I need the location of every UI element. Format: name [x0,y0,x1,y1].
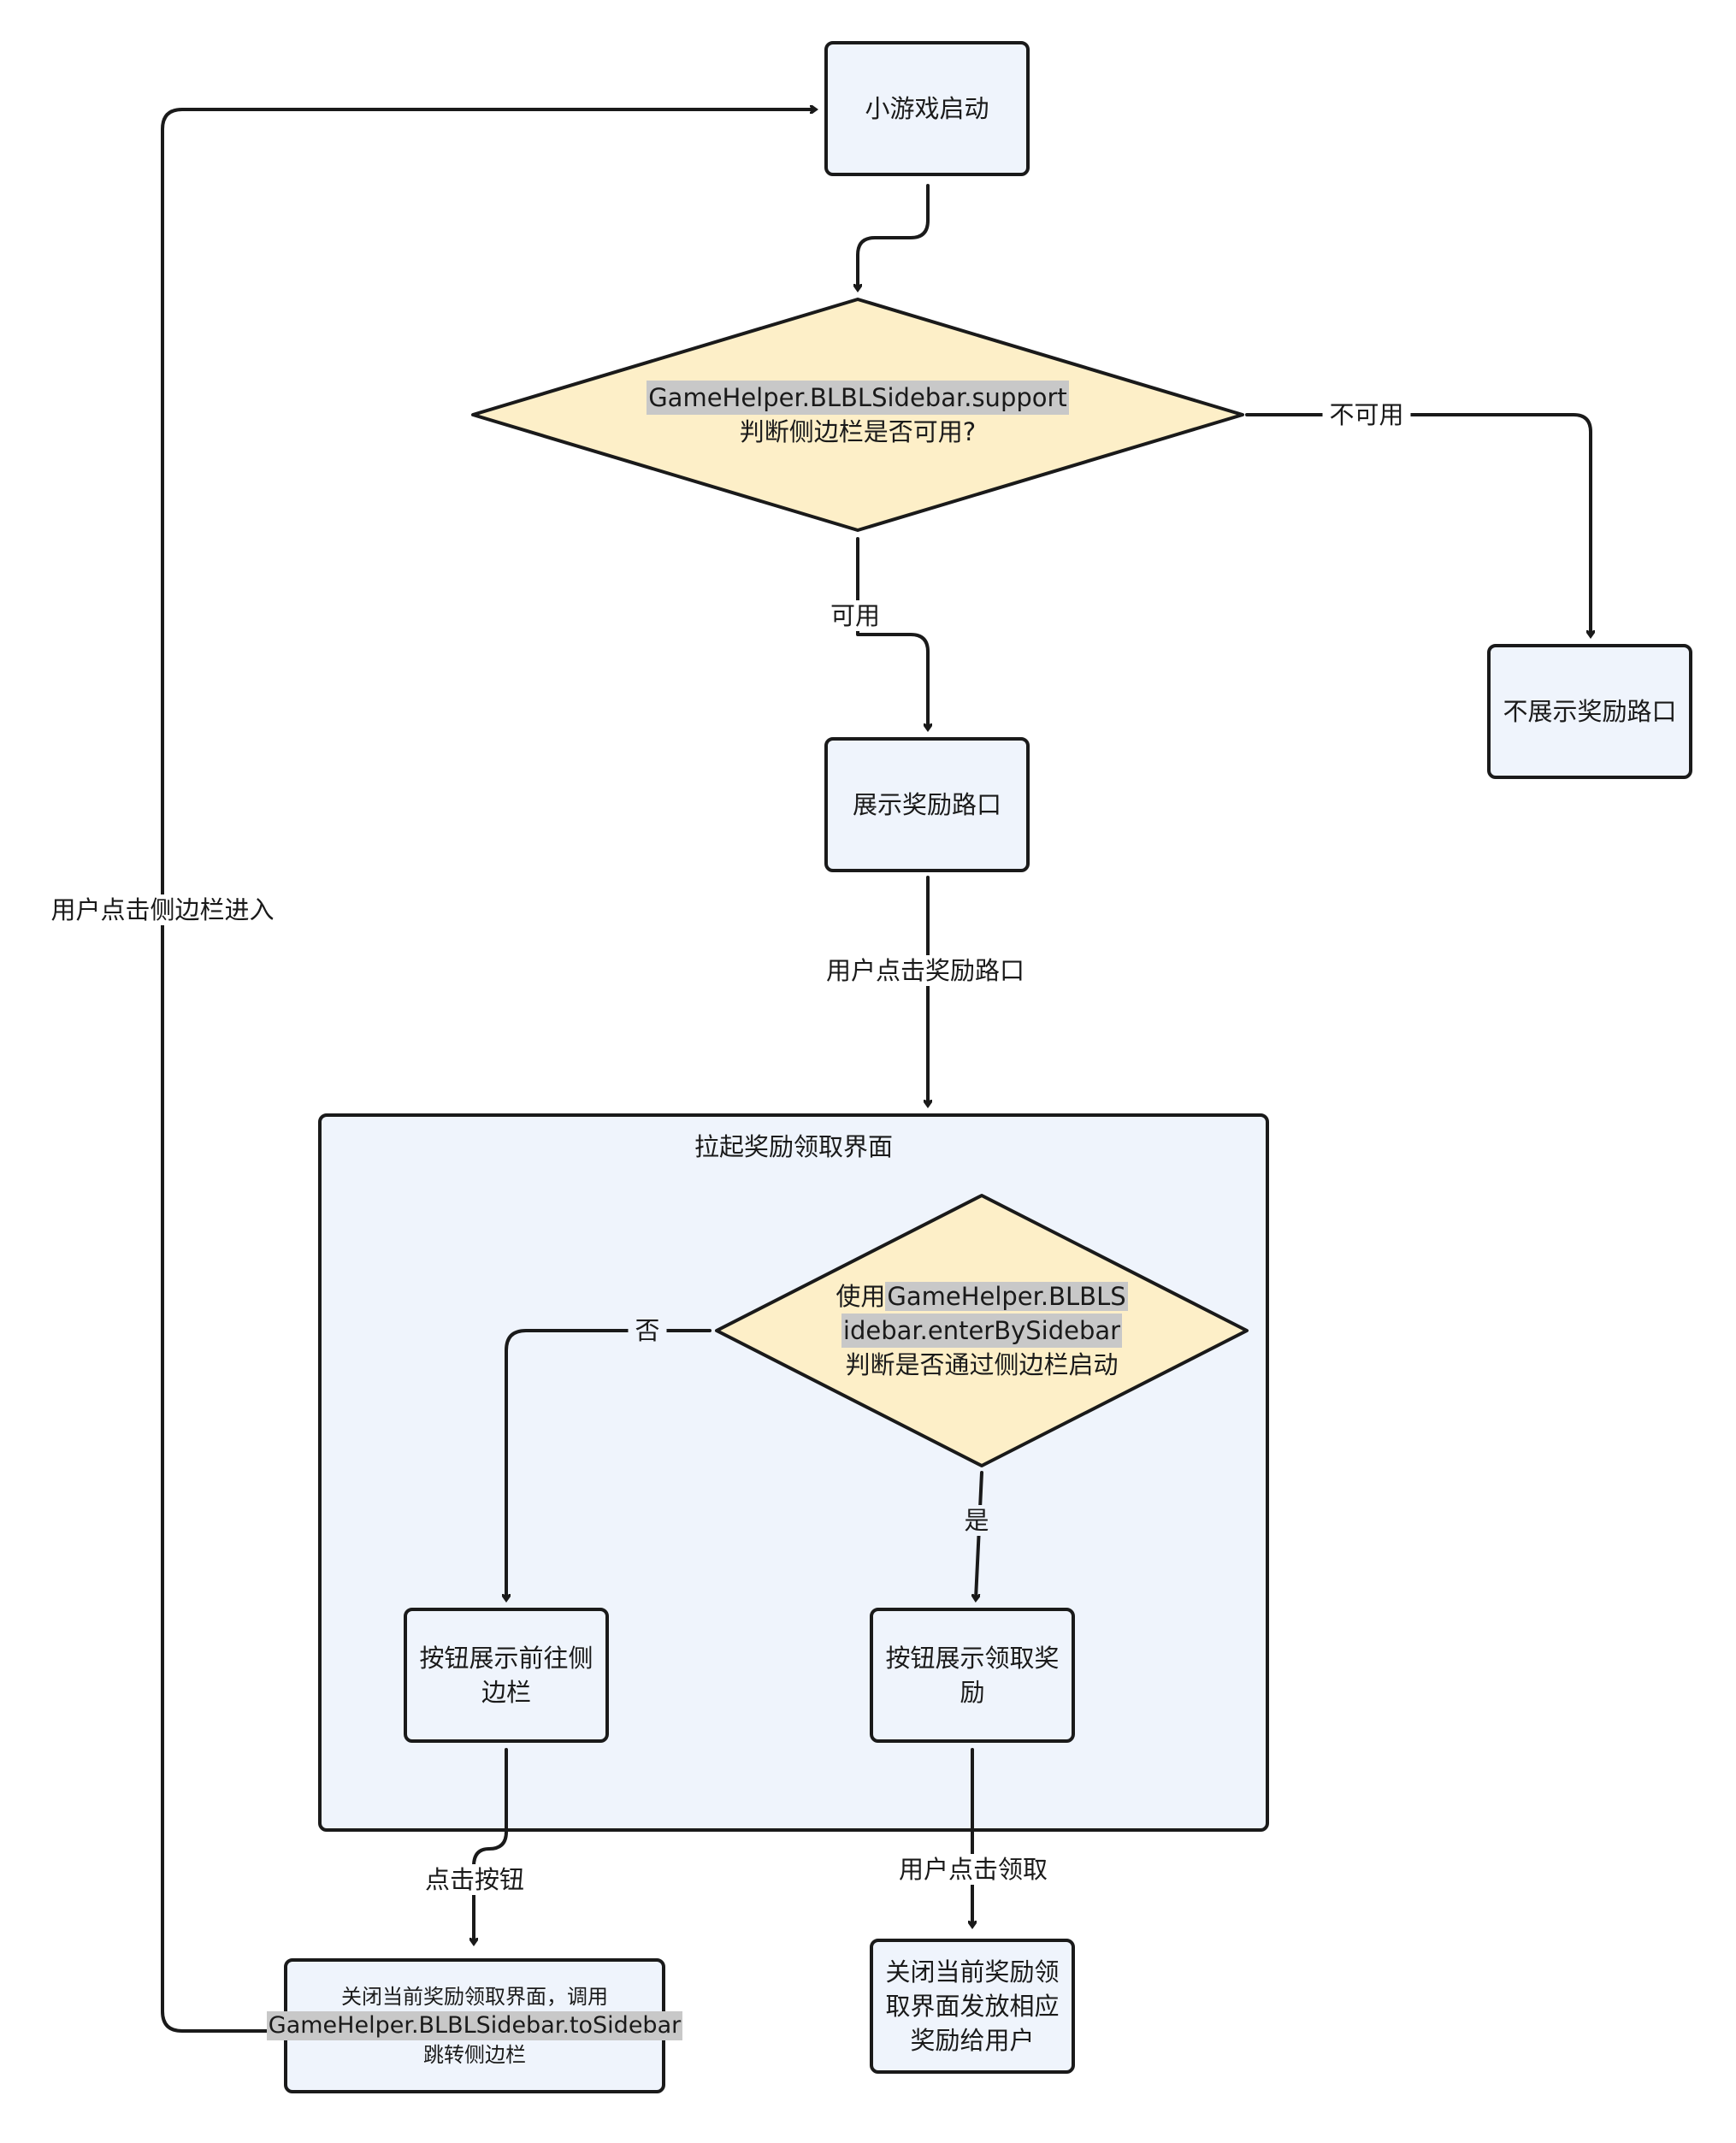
enter-decision-text: 判断是否通过侧边栏启动 [845,1350,1119,1379]
close-to-sidebar-line3: 跳转侧边栏 [423,2043,526,2067]
close-reward-line3: 奖励给用户 [910,2026,1035,2055]
edge-no [506,1329,712,1599]
btn-go-sidebar-line2: 边栏 [481,1678,531,1707]
close-to-sidebar-code: GameHelper.BLBLSidebar.toSidebar [266,2011,683,2040]
close-reward-line1: 关闭当前奖励领 [885,1957,1060,1987]
show-entry-node: 展示奖励路口 [824,737,1030,872]
close-to-sidebar-line1: 关闭当前奖励领取界面，调用 [341,1985,608,2009]
close-reward-line2: 取界面发放相应 [885,1992,1060,2021]
support-decision-shape [471,298,1244,532]
edge-yes [976,1471,983,1599]
support-decision-code: GameHelper.BLBLSidebar.support [647,381,1069,415]
show-entry-label: 展示奖励路口 [852,790,1001,819]
btn-go-sidebar-node: 按钮展示前往侧 边栏 [404,1608,609,1743]
btn-go-sidebar-line1: 按钮展示前往侧 [419,1644,593,1673]
edge-available [856,537,928,729]
no-entry-node: 不展示奖励路口 [1487,644,1692,779]
btn-claim-line1: 按钮展示领取奖 [885,1644,1060,1673]
enter-decision-code1: GameHelper.BLBLS [885,1282,1128,1311]
support-decision-text: 判断侧边栏是否可用? [739,417,977,446]
edge-unavailable [1245,413,1591,635]
enter-decision-code2: idebar.enterBySidebar [841,1314,1123,1348]
edge-start-to-check [858,184,930,289]
label-yes: 是 [957,1505,996,1536]
btn-claim-line2: 励 [960,1678,985,1707]
label-unavailable: 不可用 [1322,399,1411,430]
label-no: 否 [628,1315,667,1346]
start-label: 小游戏启动 [865,94,989,123]
edge-user-enter-sidebar [161,109,815,2033]
label-click-button: 点击按钮 [417,1864,532,1895]
no-entry-label: 不展示奖励路口 [1503,697,1677,726]
start-node: 小游戏启动 [824,41,1030,176]
label-user-enter-sidebar: 用户点击侧边栏进入 [44,894,281,925]
enter-decision: 使用GameHelper.BLBLS idebar.enterBySidebar… [811,1278,1153,1384]
label-user-click-entry: 用户点击奖励路口 [818,955,1032,986]
support-decision: GameHelper.BLBLSidebar.support 判断侧边栏是否可用… [558,376,1157,453]
label-available: 可用 [823,600,888,631]
edge-click-button [474,1748,508,1943]
label-user-click-claim: 用户点击领取 [891,1854,1055,1885]
reward-ui-group-title: 拉起奖励领取界面 [694,1132,893,1161]
close-to-sidebar-node: 关闭当前奖励领取界面，调用 GameHelper.BLBLSidebar.toS… [266,1958,683,2093]
enter-decision-line1: 使用GameHelper.BLBLS [836,1279,1128,1314]
enter-decision-prefix: 使用 [836,1282,886,1311]
close-reward-node: 关闭当前奖励领 取界面发放相应 奖励给用户 [870,1939,1075,2074]
btn-claim-node: 按钮展示领取奖 励 [870,1608,1075,1743]
